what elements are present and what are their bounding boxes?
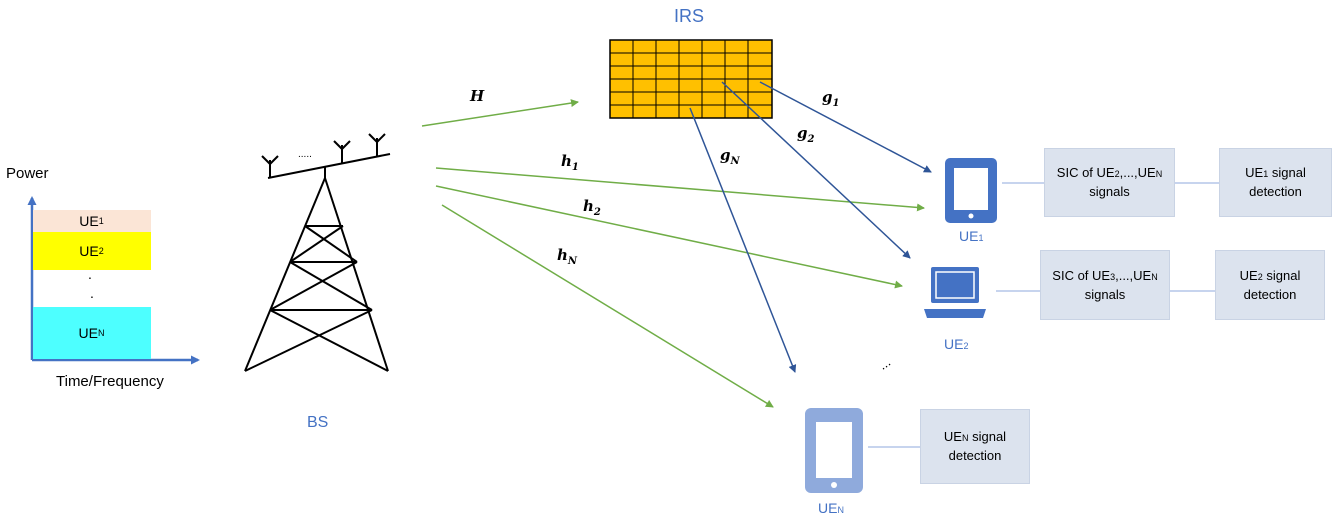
uen-tablet-icon: [805, 408, 863, 493]
time-frequency-axis-label: Time/Frequency: [56, 373, 164, 390]
bs-tower-icon: [244, 133, 391, 372]
stack-dots-1: .: [88, 266, 92, 282]
channel-h1-label: h1: [561, 152, 579, 173]
power-stack-uen: [33, 307, 151, 359]
channel-g1-arrow: [759, 81, 932, 173]
channel-H-label: H: [470, 87, 485, 105]
power-stack-ue2: [33, 232, 151, 270]
channel-hN-label: hN: [557, 246, 578, 267]
ue2-laptop-icon: [924, 267, 986, 318]
channel-g1-label: g1: [822, 88, 840, 109]
power-axis-label: Power: [6, 165, 49, 182]
connector-lines: [868, 182, 1219, 448]
channel-arrows-blue: [689, 81, 932, 373]
stack-dots-2: .: [90, 285, 94, 301]
channel-H-arrow: [421, 99, 579, 127]
channel-gN-label: gN: [720, 146, 740, 167]
channel-hN-arrow: [441, 204, 774, 408]
channel-h1-arrow: [435, 167, 925, 212]
power-stack-ue1: [33, 210, 151, 232]
irs-label: IRS: [674, 6, 705, 26]
uen-label: UEN: [818, 500, 844, 516]
channel-h2-arrow: [435, 185, 903, 289]
ue1-tablet-icon: [945, 158, 997, 223]
channel-h2-label: h2: [583, 197, 601, 218]
channel-gN-arrow: [689, 107, 797, 373]
irs-surface: [609, 39, 773, 119]
ue1-label: UE1: [959, 228, 984, 244]
antenna-dots: .....: [298, 149, 312, 160]
power-axis: [27, 196, 200, 365]
channel-g2-arrow: [721, 81, 911, 259]
bs-label: BS: [307, 414, 329, 431]
channel-g2-label: g2: [797, 124, 815, 145]
channel-arrows-green: [421, 99, 925, 408]
ue2-label: UE2: [944, 336, 969, 352]
